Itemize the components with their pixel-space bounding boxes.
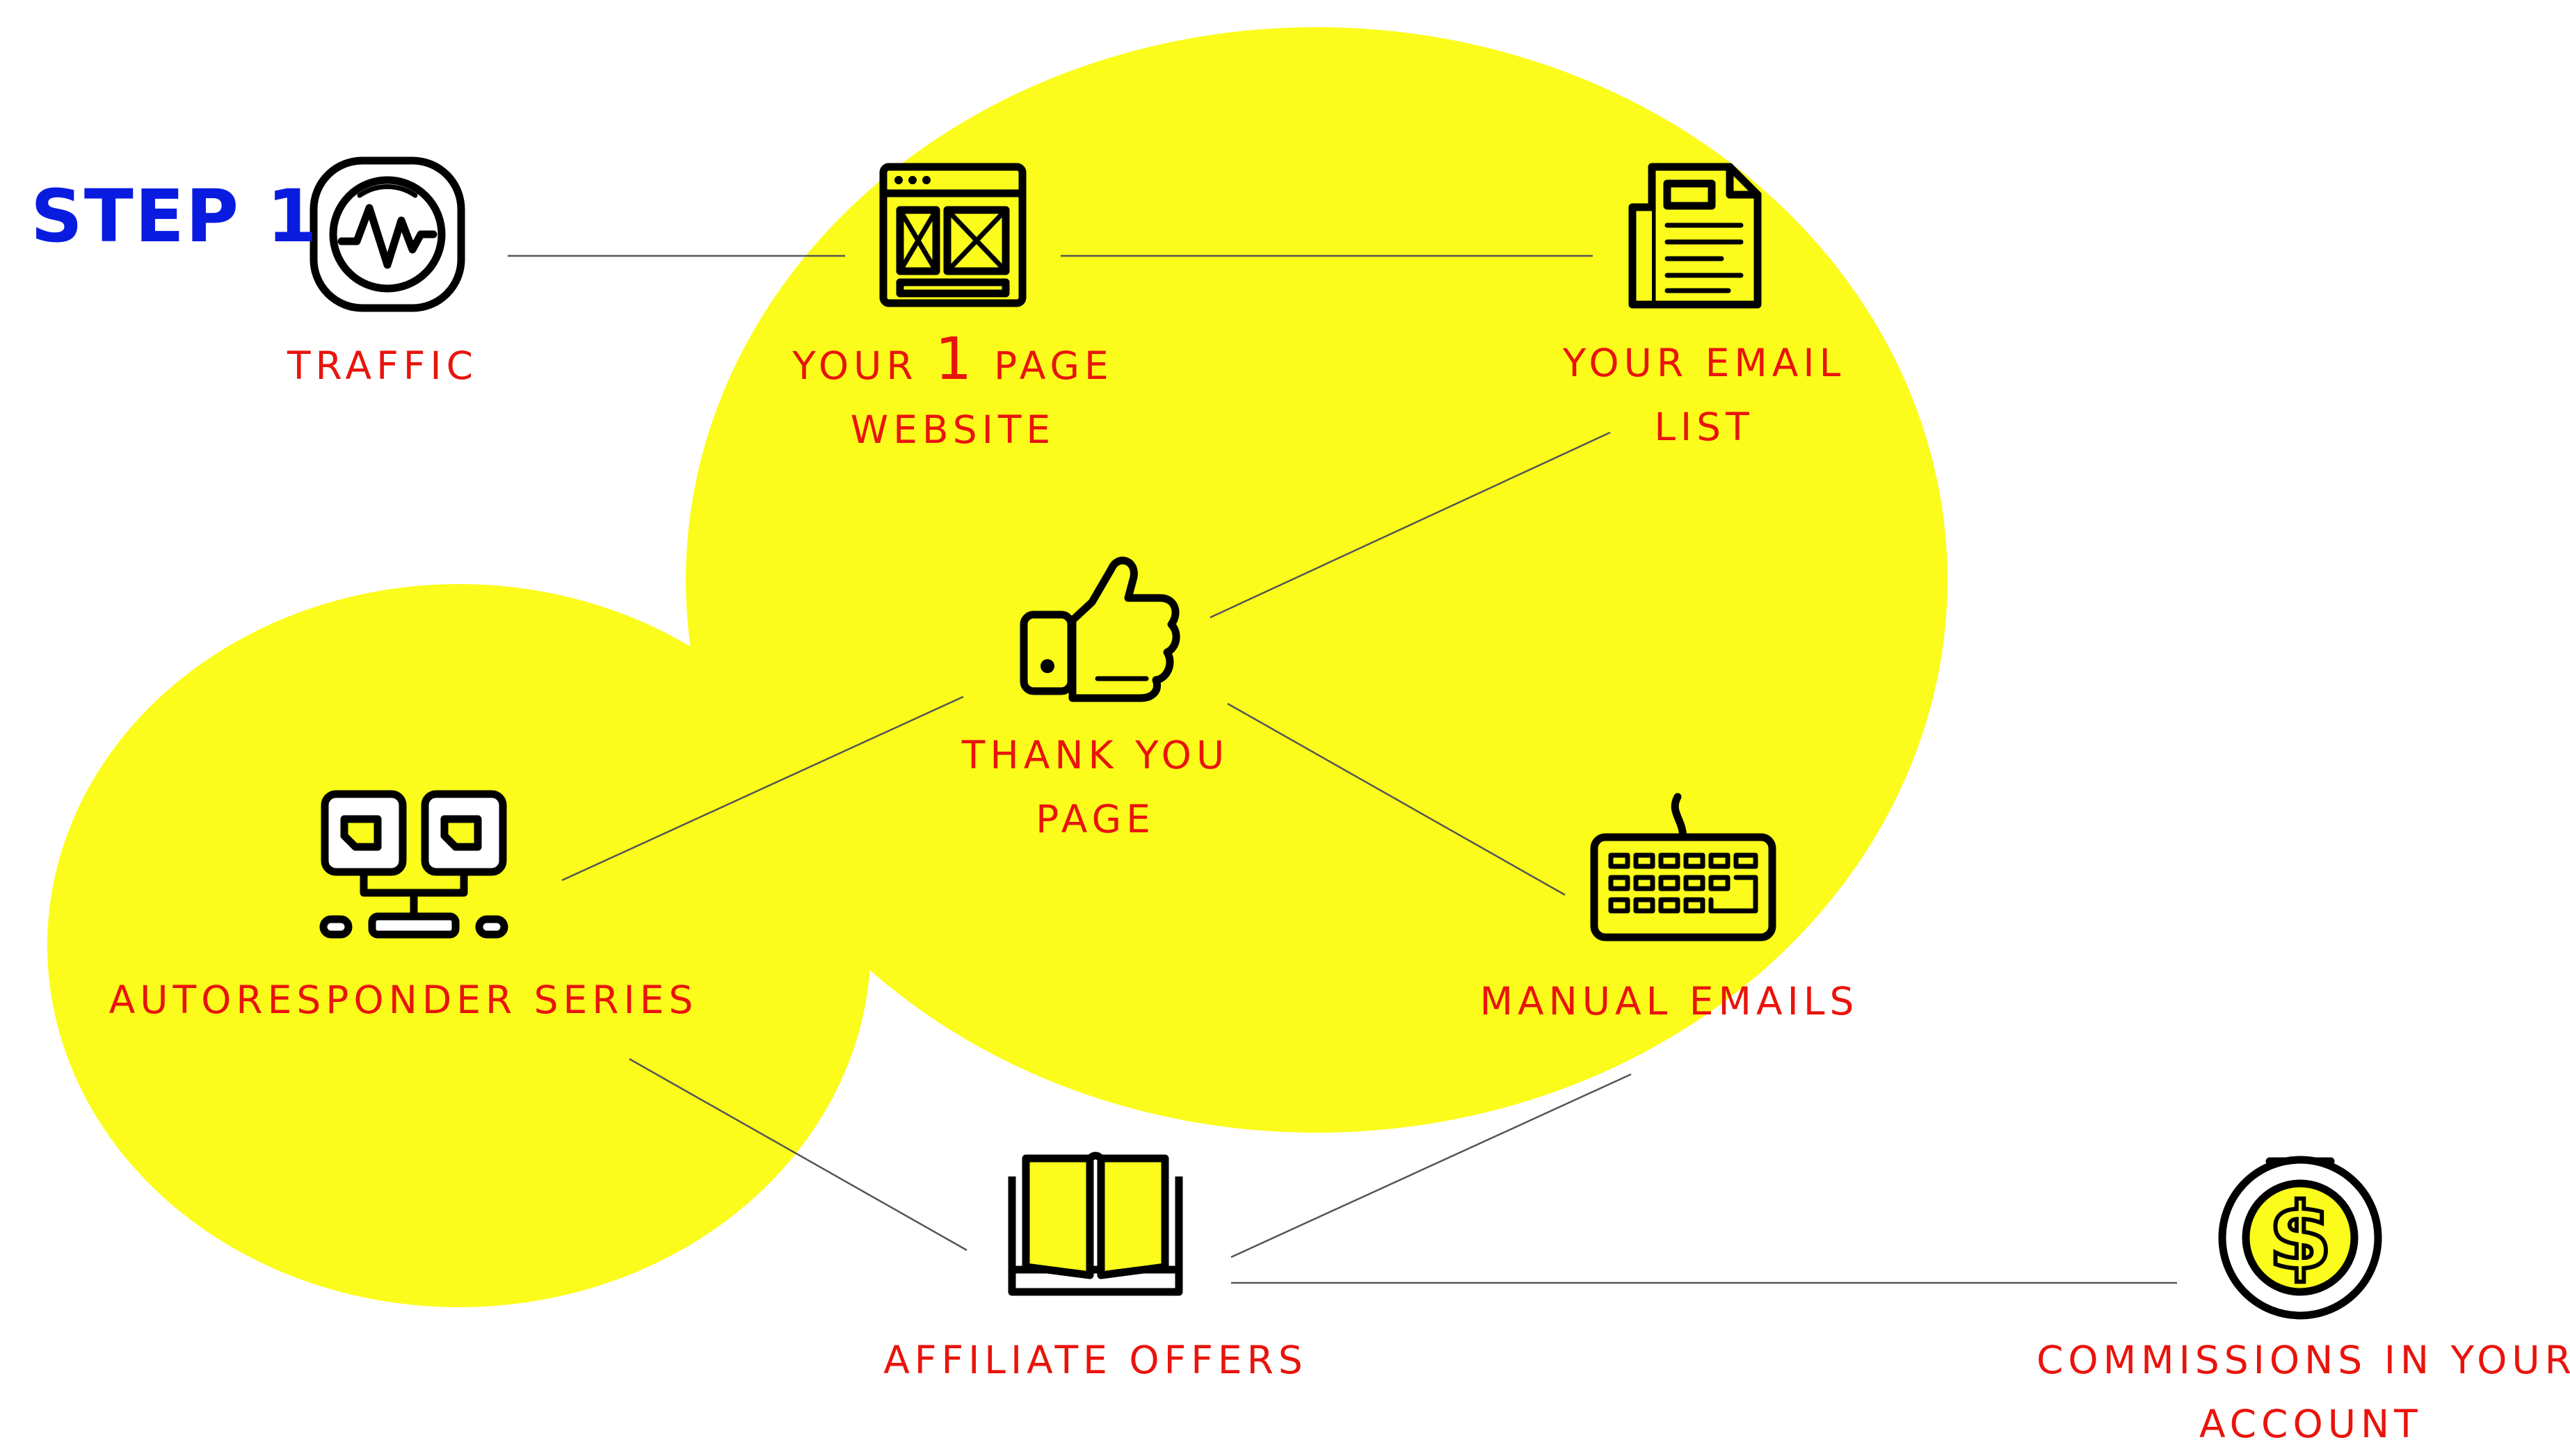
robot-computers-icon	[319, 790, 508, 939]
manual-emails-label: MANUAL EMAILS	[1479, 979, 1859, 1024]
website-label-line1: YOUR 1 PAGE	[792, 325, 1114, 393]
commissions-label-line2: ACCOUNT	[2199, 1402, 2423, 1446]
connector-thankyou-autoresponder	[561, 695, 964, 882]
step-label: STEP 1	[31, 174, 319, 259]
money-bag-icon: $	[2218, 1156, 2382, 1320]
website-label-line2: WEBSITE	[850, 407, 1056, 452]
keyboard-icon	[1590, 793, 1776, 941]
browser-wireframe-icon	[879, 163, 1027, 307]
email-list-label-line2: LIST	[1654, 405, 1754, 449]
autoresponder-label: AUTORESPONDER SERIES	[109, 978, 698, 1022]
affiliate-label: AFFILIATE OFFERS	[883, 1338, 1308, 1382]
svg-text:$: $	[2268, 1183, 2332, 1291]
connector-manual-affiliate	[1230, 1073, 1632, 1259]
thumbs-up-icon	[1020, 556, 1180, 702]
commissions-label: COMMISSIONS IN YOUR ACCOUNT	[2017, 1328, 2570, 1456]
newspaper-document-icon	[1628, 163, 1762, 309]
thank-you-label: THANK YOU PAGE	[949, 723, 1242, 851]
open-book-icon	[1008, 1151, 1183, 1296]
website-label: YOUR 1 PAGE WEBSITE	[772, 327, 1134, 462]
email-list-label: YOUR EMAIL LIST	[1537, 331, 1871, 459]
traffic-label: TRAFFIC	[287, 343, 479, 388]
traffic-gauge-icon	[310, 156, 465, 312]
thank-you-label-line2: PAGE	[1036, 797, 1155, 841]
connector-email-thankyou	[1210, 431, 1611, 619]
thank-you-label-line1: THANK YOU	[961, 733, 1230, 777]
commissions-label-line1: COMMISSIONS IN YOUR	[2037, 1338, 2570, 1382]
connector-thankyou-manual	[1227, 702, 1566, 896]
connector-autoresponder-affiliate	[629, 1058, 967, 1252]
connectors	[508, 254, 2177, 1284]
email-list-label-line1: YOUR EMAIL	[1562, 341, 1846, 385]
highlight-blob-small	[47, 584, 871, 1307]
